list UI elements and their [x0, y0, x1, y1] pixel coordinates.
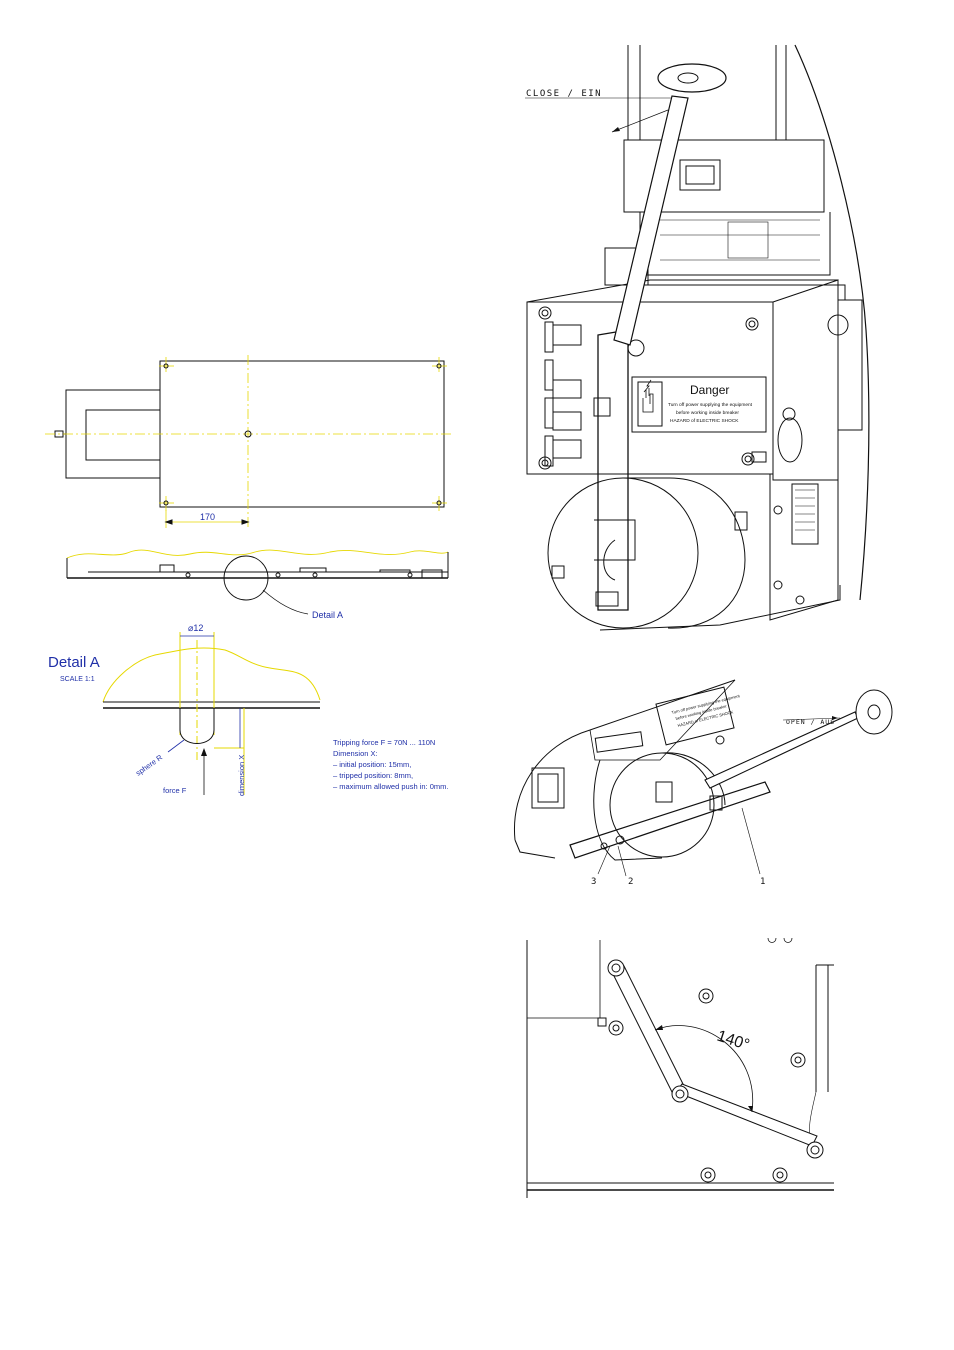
danger-line: Turn off power supplying the equipment	[668, 402, 753, 408]
close-ein-label: CLOSE / EIN	[526, 89, 602, 99]
lever-drawing	[513, 679, 893, 877]
callout-1: 1	[760, 877, 765, 887]
danger-title: Danger	[690, 383, 729, 397]
spec-text-block: Tripping force F = 70N ... 110N Dimensio…	[333, 738, 448, 791]
callout-2: 2	[628, 877, 633, 887]
sphere-r-label: sphere R	[134, 752, 165, 777]
callout-3: 3	[591, 877, 596, 887]
detail-a-scale: SCALE 1:1	[60, 676, 95, 683]
dimension-x-label: dimension X	[237, 755, 246, 796]
spec-line: – initial position: 15mm,	[333, 760, 411, 769]
breaker-drawing	[525, 44, 870, 631]
open-aus-label: OPEN / AUS	[786, 718, 835, 726]
dim-170-label: 170	[200, 512, 215, 522]
spec-line: – tripped position: 8mm,	[333, 771, 413, 780]
spec-line: Dimension X:	[333, 749, 378, 758]
plate-side-view	[66, 549, 449, 615]
detail-a-drawing	[102, 632, 321, 795]
detail-a-title: Detail A	[48, 654, 100, 671]
spec-line: – maximum allowed push in: 0mm.	[333, 782, 448, 791]
plate-plan-view	[45, 355, 452, 528]
diameter-12-label: ⌀12	[188, 623, 203, 633]
danger-line: before working inside breaker	[676, 410, 739, 416]
detail-a-callout: Detail A	[312, 610, 343, 620]
force-f-label: force F	[163, 786, 187, 795]
spec-line: Tripping force F = 70N ... 110N	[333, 738, 435, 747]
linkage-drawing	[526, 937, 834, 1198]
danger-line: HAZARD of ELECTRIC SHOCK	[670, 418, 739, 424]
danger-label: Danger Turn off power supplying the equi…	[642, 379, 753, 424]
